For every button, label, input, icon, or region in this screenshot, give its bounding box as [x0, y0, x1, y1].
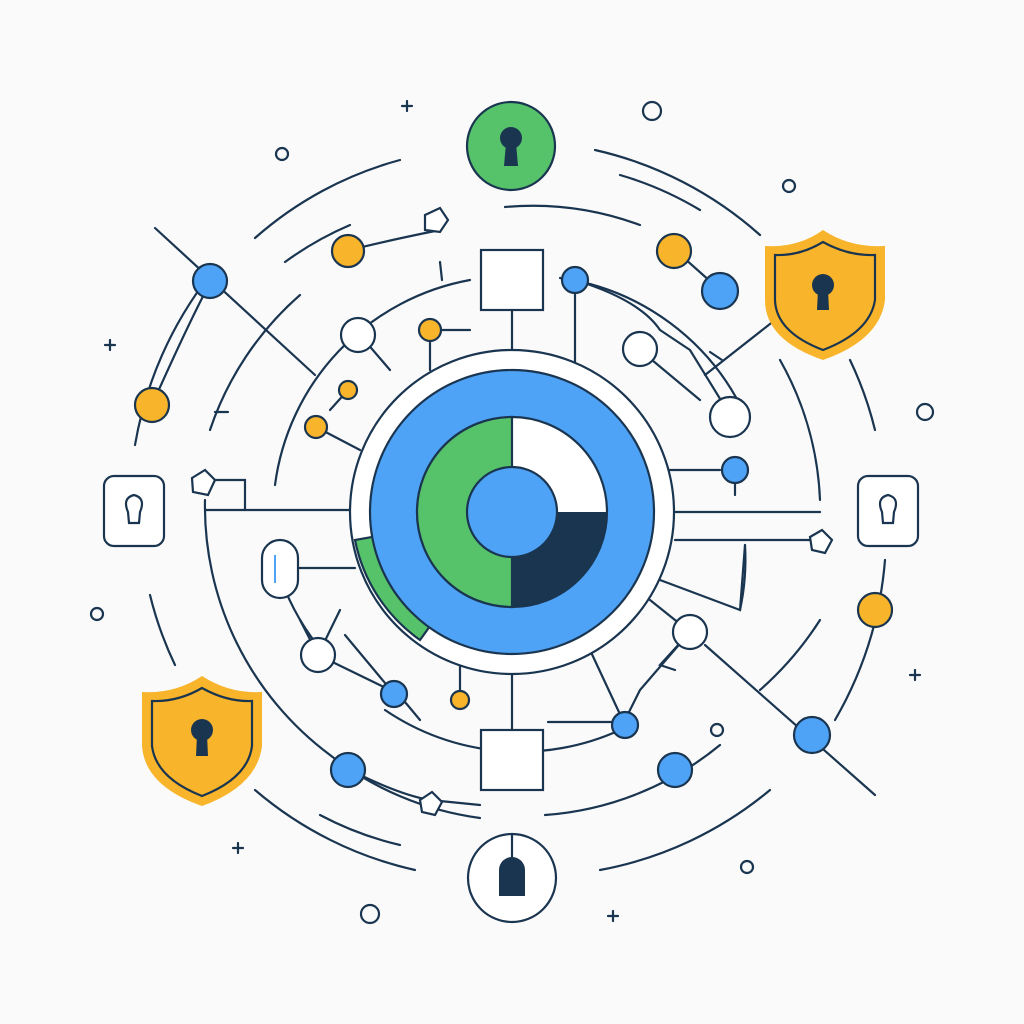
lock-icon [466, 832, 558, 924]
node-square-top [479, 248, 545, 312]
node-square-bottom [479, 728, 545, 792]
shield-lock-icon [142, 676, 262, 806]
decorations [89, 99, 935, 925]
core-pie-chart [348, 348, 676, 676]
keyhole-icon [465, 100, 557, 192]
center-node [465, 465, 559, 559]
green-segment [415, 415, 514, 609]
keyhole-icon [856, 474, 920, 548]
shield-lock-icon [765, 230, 885, 360]
keyhole-icon [102, 474, 166, 548]
network-nodes [133, 206, 894, 817]
orbit-arcs [133, 148, 887, 872]
